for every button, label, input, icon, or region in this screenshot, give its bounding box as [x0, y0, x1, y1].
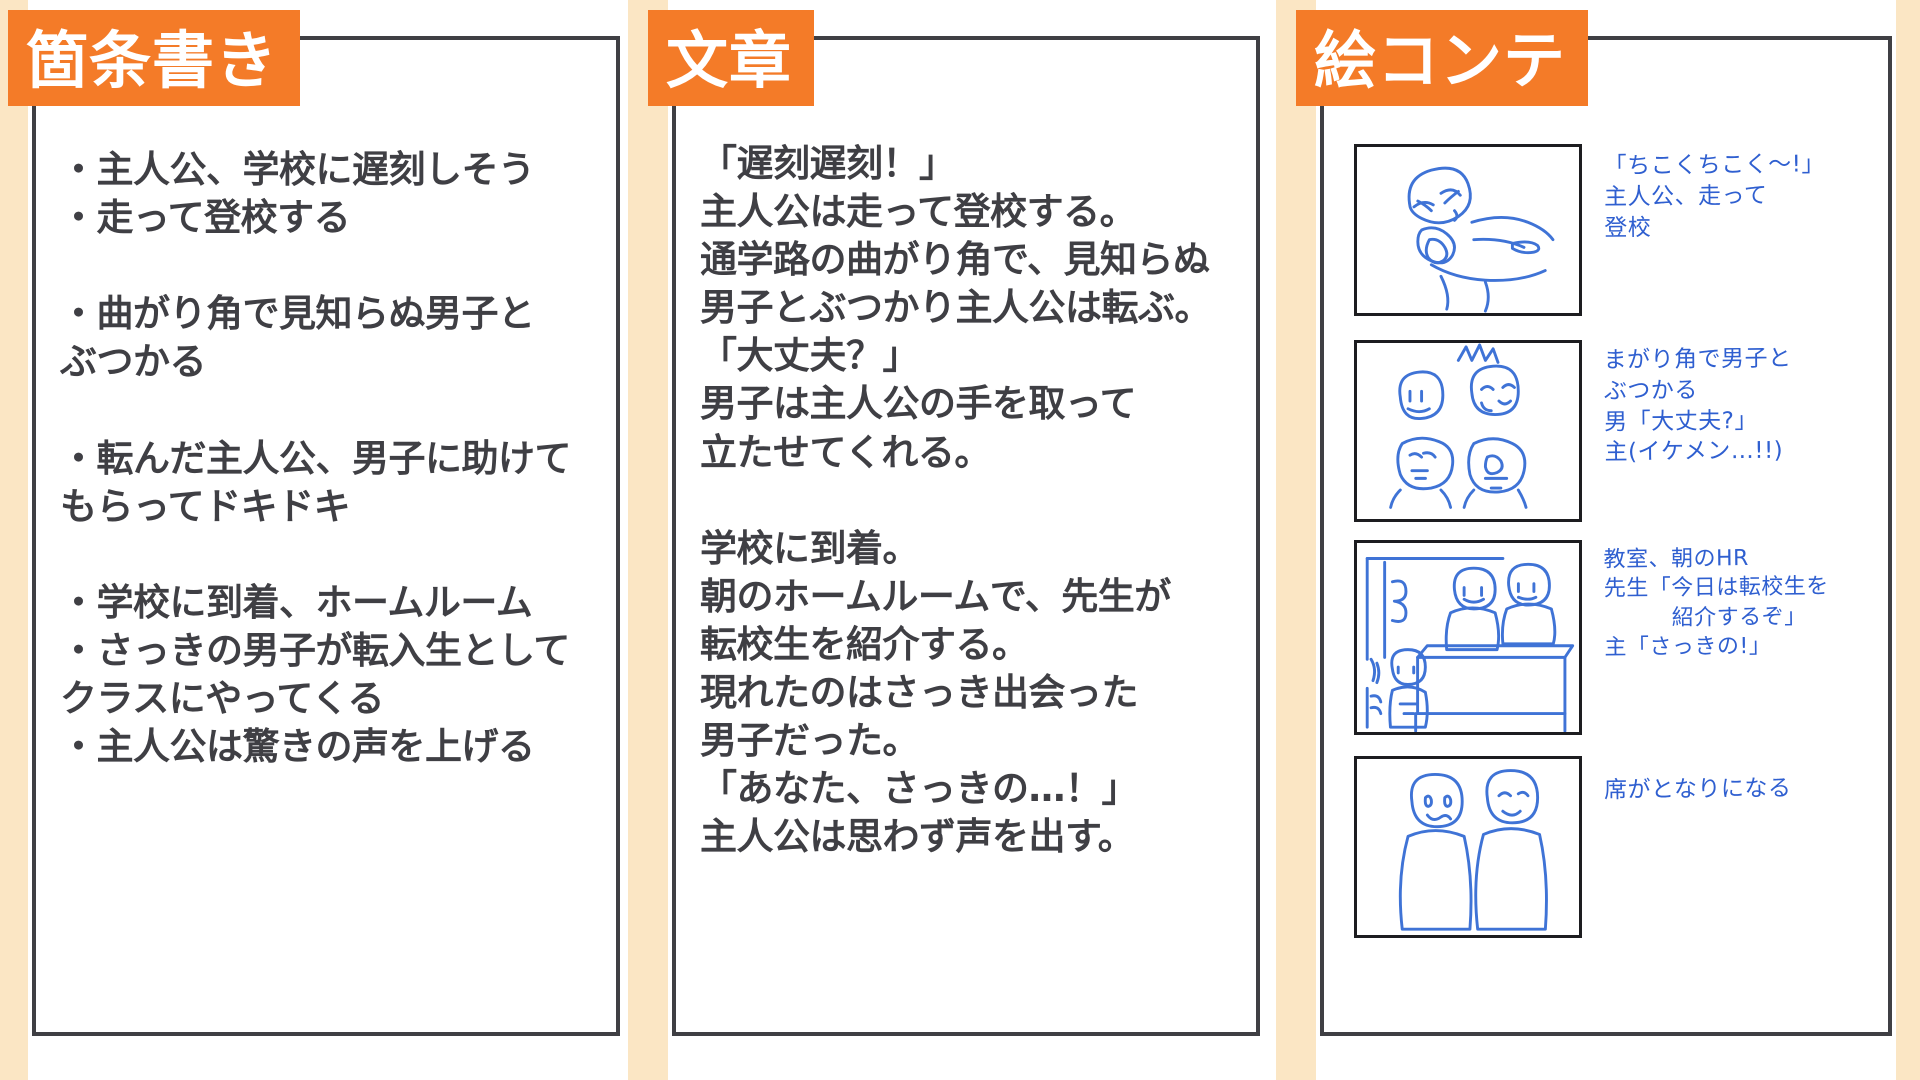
separator-band-2	[1276, 0, 1316, 1080]
storyboard-note-2: まがり角で男子と ぶつかる 男「大丈夫?」 主(イケメン…!!)	[1603, 345, 1792, 466]
storyboard-list: 「ちこくちこく〜!」 主人公、走って 登校	[1320, 126, 1892, 1036]
storyboard-item: まがり角で男子と ぶつかる 男「大丈夫?」 主(イケメン…!!)	[1320, 340, 1892, 530]
separator-band-1	[628, 0, 668, 1080]
two-students-seated-side-by-side-icon	[1398, 769, 1548, 931]
panel-prose-body: 「遅刻遅刻！」 主人公は走って登校する。 通学路の曲がり角で、見知らぬ 男子とぶ…	[700, 142, 1212, 859]
storyboard-item: 「ちこくちこく〜!」 主人公、走って 登校	[1320, 144, 1892, 324]
separator-band-left	[0, 0, 28, 1080]
storyboard-note-1: 「ちこくちこく〜!」 主人公、走って 登校	[1603, 151, 1826, 242]
storyboard-frame-3	[1354, 540, 1582, 735]
storyboard-frame-4	[1354, 756, 1582, 938]
two-students-colliding-icon	[1389, 343, 1528, 509]
panel-bullets-body: ・主人公、学校に遅刻しそう ・走って登校する ・曲がり角で見知らぬ男子と ぶつか…	[60, 148, 572, 769]
separator-band-right	[1896, 0, 1920, 1080]
panel-bullets-header: 箇条書き	[8, 10, 301, 106]
panel-prose	[672, 36, 1260, 1036]
storyboard-note-3: 教室、朝のHR 先生「今日は転校生を 紹介するぞ」 主「さっきの!」	[1603, 545, 1830, 661]
running-student-with-phone-icon	[1407, 166, 1555, 313]
classroom-teacher-and-transfer-student-icon	[1365, 557, 1575, 732]
storyboard-frame-1	[1354, 144, 1582, 316]
storyboard-frame-2	[1354, 340, 1582, 522]
panel-bullets	[32, 36, 620, 1036]
panel-storyboard-header: 絵コンテ	[1296, 10, 1589, 106]
storyboard-item: 席がとなりになる	[1320, 756, 1892, 946]
panel-prose-header: 文章	[648, 10, 815, 106]
storyboard-note-4: 席がとなりになる	[1603, 775, 1792, 804]
storyboard-item: 教室、朝のHR 先生「今日は転校生を 紹介するぞ」 主「さっきの!」	[1320, 540, 1892, 745]
